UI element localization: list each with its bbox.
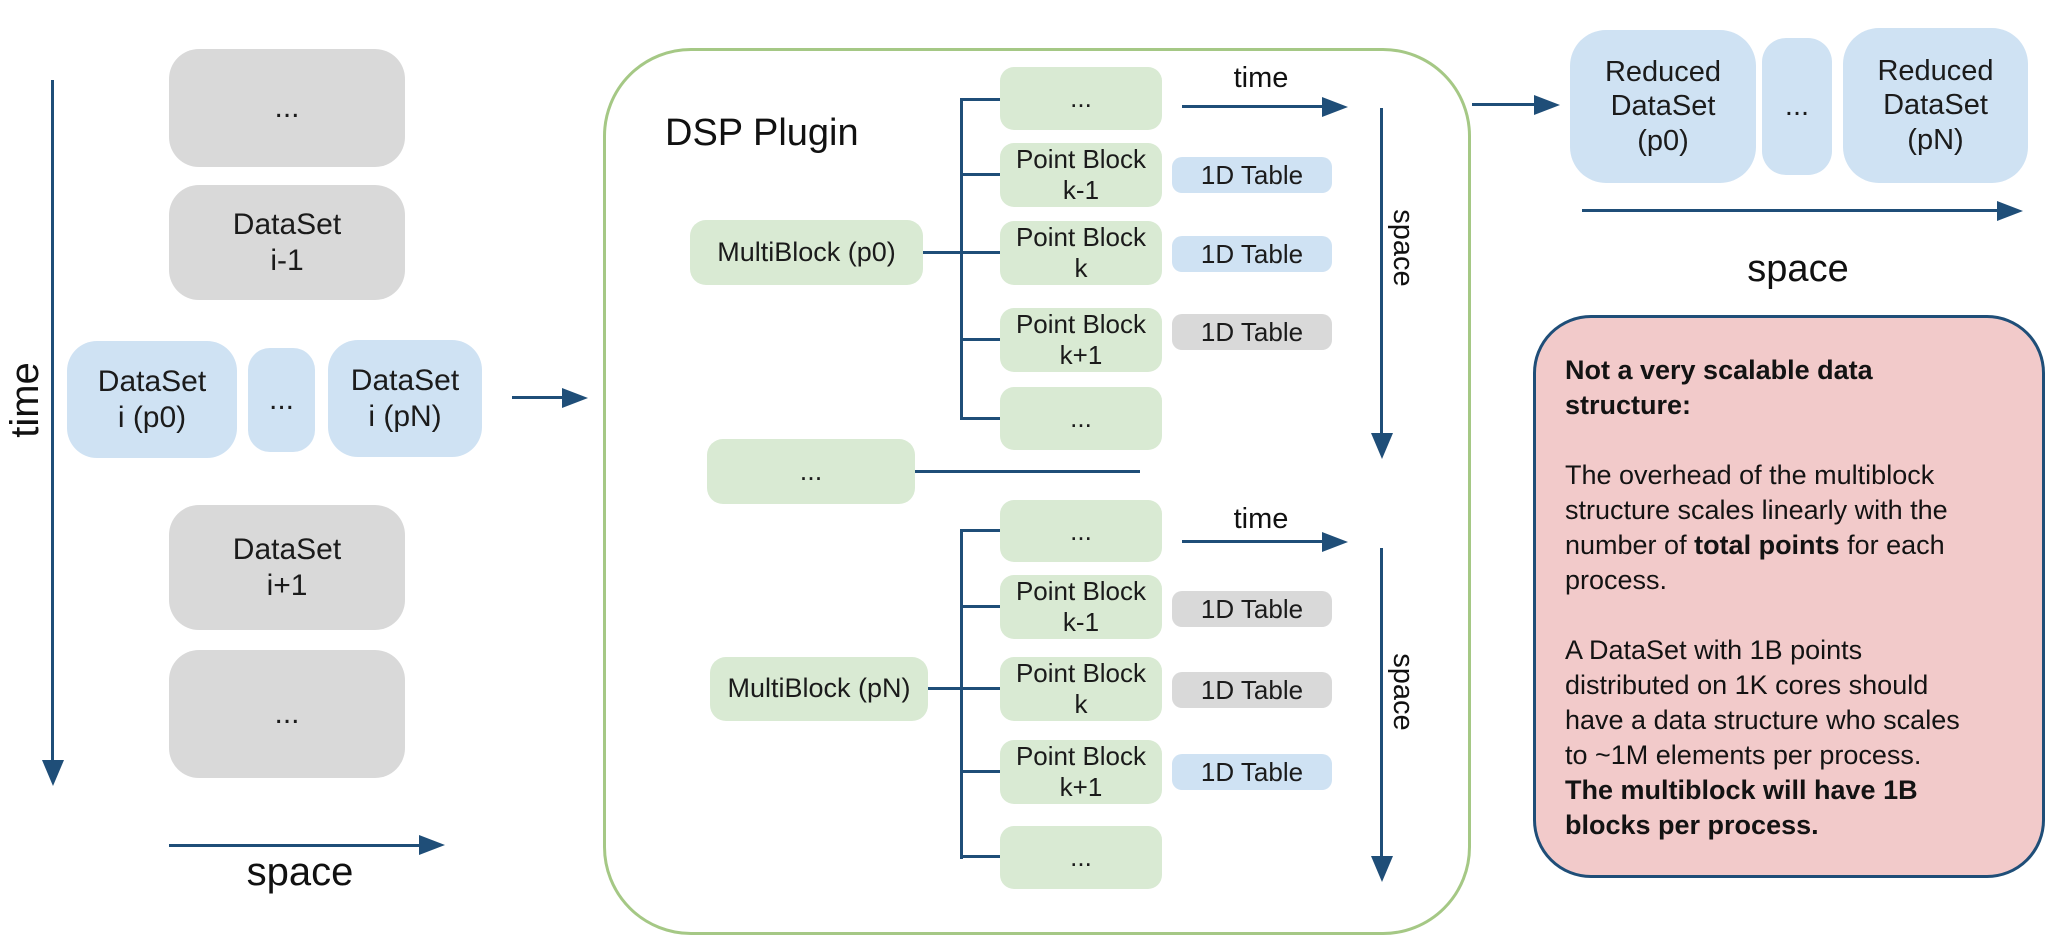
point-block-dots-top-1: ... — [1000, 67, 1162, 130]
dataset-dots-mid-box: ... — [248, 348, 315, 452]
dataset-i-p0-box: DataSet i (p0) — [67, 341, 237, 458]
input-arrowhead-icon — [562, 388, 588, 408]
1d-table-top-3: 1D Table — [1172, 314, 1332, 350]
multiblock-p0-box: MultiBlock (p0) — [690, 220, 923, 285]
top-tree-branch-5 — [960, 417, 1000, 420]
1d-table-bottom-2: 1D Table — [1172, 672, 1332, 708]
reduced-dataset-p0-box: Reduced DataSet (p0) — [1570, 30, 1756, 183]
right-space-axis-line — [1582, 209, 1997, 212]
right-space-axis-label: space — [1747, 248, 1849, 290]
left-space-axis-arrowhead-icon — [419, 835, 445, 855]
left-time-axis-arrowhead-icon — [42, 760, 64, 786]
output-arrowhead-icon — [1534, 95, 1560, 115]
point-block-k-bottom: Point Block k — [1000, 657, 1162, 721]
top-time-axis-label: time — [1233, 62, 1289, 94]
point-block-k-minus-1-bottom: Point Block k-1 — [1000, 575, 1162, 639]
top-space-axis-label: space — [1387, 209, 1419, 287]
1d-table-bottom-3: 1D Table — [1172, 754, 1332, 790]
dsp-plugin-title: DSP Plugin — [665, 112, 859, 154]
top-tree-branch-1 — [960, 98, 1000, 101]
point-block-dots-bottom-2: ... — [1000, 826, 1162, 889]
dsp-plugin-frame — [603, 48, 1471, 935]
reduced-dataset-dots-box: ... — [1762, 38, 1832, 175]
left-space-axis-line — [169, 844, 419, 847]
bottom-tree-branch-2 — [960, 605, 1000, 608]
dataset-i-pn-box: DataSet i (pN) — [328, 340, 482, 457]
dataset-dots-top-box: ... — [169, 49, 405, 167]
top-tree-branch-4 — [960, 338, 1000, 341]
top-space-axis-line — [1380, 108, 1383, 435]
multiblock-dots-box: ... — [707, 439, 915, 504]
top-tree-branch-2 — [960, 173, 1000, 176]
top-tree-trunk — [960, 98, 963, 420]
multiblock-pn-connector — [928, 687, 1000, 690]
point-block-k-minus-1-top: Point Block k-1 — [1000, 143, 1162, 207]
top-time-axis-arrowhead-icon — [1322, 97, 1348, 117]
output-arrow-line — [1472, 103, 1534, 106]
scalability-note-box — [1533, 315, 2045, 878]
dataset-i-minus-1-box: DataSet i-1 — [169, 185, 405, 300]
right-space-axis-arrowhead-icon — [1997, 201, 2023, 221]
bottom-time-axis-label: time — [1233, 503, 1289, 535]
1d-table-top-1: 1D Table — [1172, 157, 1332, 193]
left-space-axis-label: space — [246, 850, 354, 894]
bottom-tree-branch-1 — [960, 529, 1000, 532]
left-time-axis-line — [51, 80, 54, 762]
bottom-space-axis-arrowhead-icon — [1371, 856, 1393, 882]
bottom-tree-trunk — [960, 529, 963, 859]
bottom-tree-branch-4 — [960, 770, 1000, 773]
top-time-axis-line — [1182, 105, 1322, 108]
dataset-dots-bottom-box: ... — [169, 650, 405, 778]
point-block-k-top: Point Block k — [1000, 221, 1162, 285]
top-space-axis-arrowhead-icon — [1371, 433, 1393, 459]
multiblock-dots-connector — [915, 470, 1140, 473]
bottom-space-axis-label: space — [1387, 653, 1419, 731]
point-block-dots-top-2: ... — [1000, 387, 1162, 450]
1d-table-bottom-1: 1D Table — [1172, 591, 1332, 627]
point-block-k-plus-1-top: Point Block k+1 — [1000, 308, 1162, 372]
bottom-time-axis-line — [1182, 540, 1322, 543]
multiblock-pn-box: MultiBlock (pN) — [710, 657, 928, 721]
bottom-tree-branch-5 — [960, 855, 1000, 858]
point-block-dots-bottom-1: ... — [1000, 500, 1162, 562]
1d-table-top-2: 1D Table — [1172, 236, 1332, 272]
bottom-space-axis-line — [1380, 548, 1383, 858]
input-arrow-line — [512, 396, 562, 399]
dataset-i-plus-1-box: DataSet i+1 — [169, 505, 405, 630]
bottom-time-axis-arrowhead-icon — [1322, 532, 1348, 552]
reduced-dataset-pn-box: Reduced DataSet (pN) — [1843, 28, 2028, 183]
left-time-axis-label: time — [3, 362, 47, 438]
point-block-k-plus-1-bottom: Point Block k+1 — [1000, 740, 1162, 804]
